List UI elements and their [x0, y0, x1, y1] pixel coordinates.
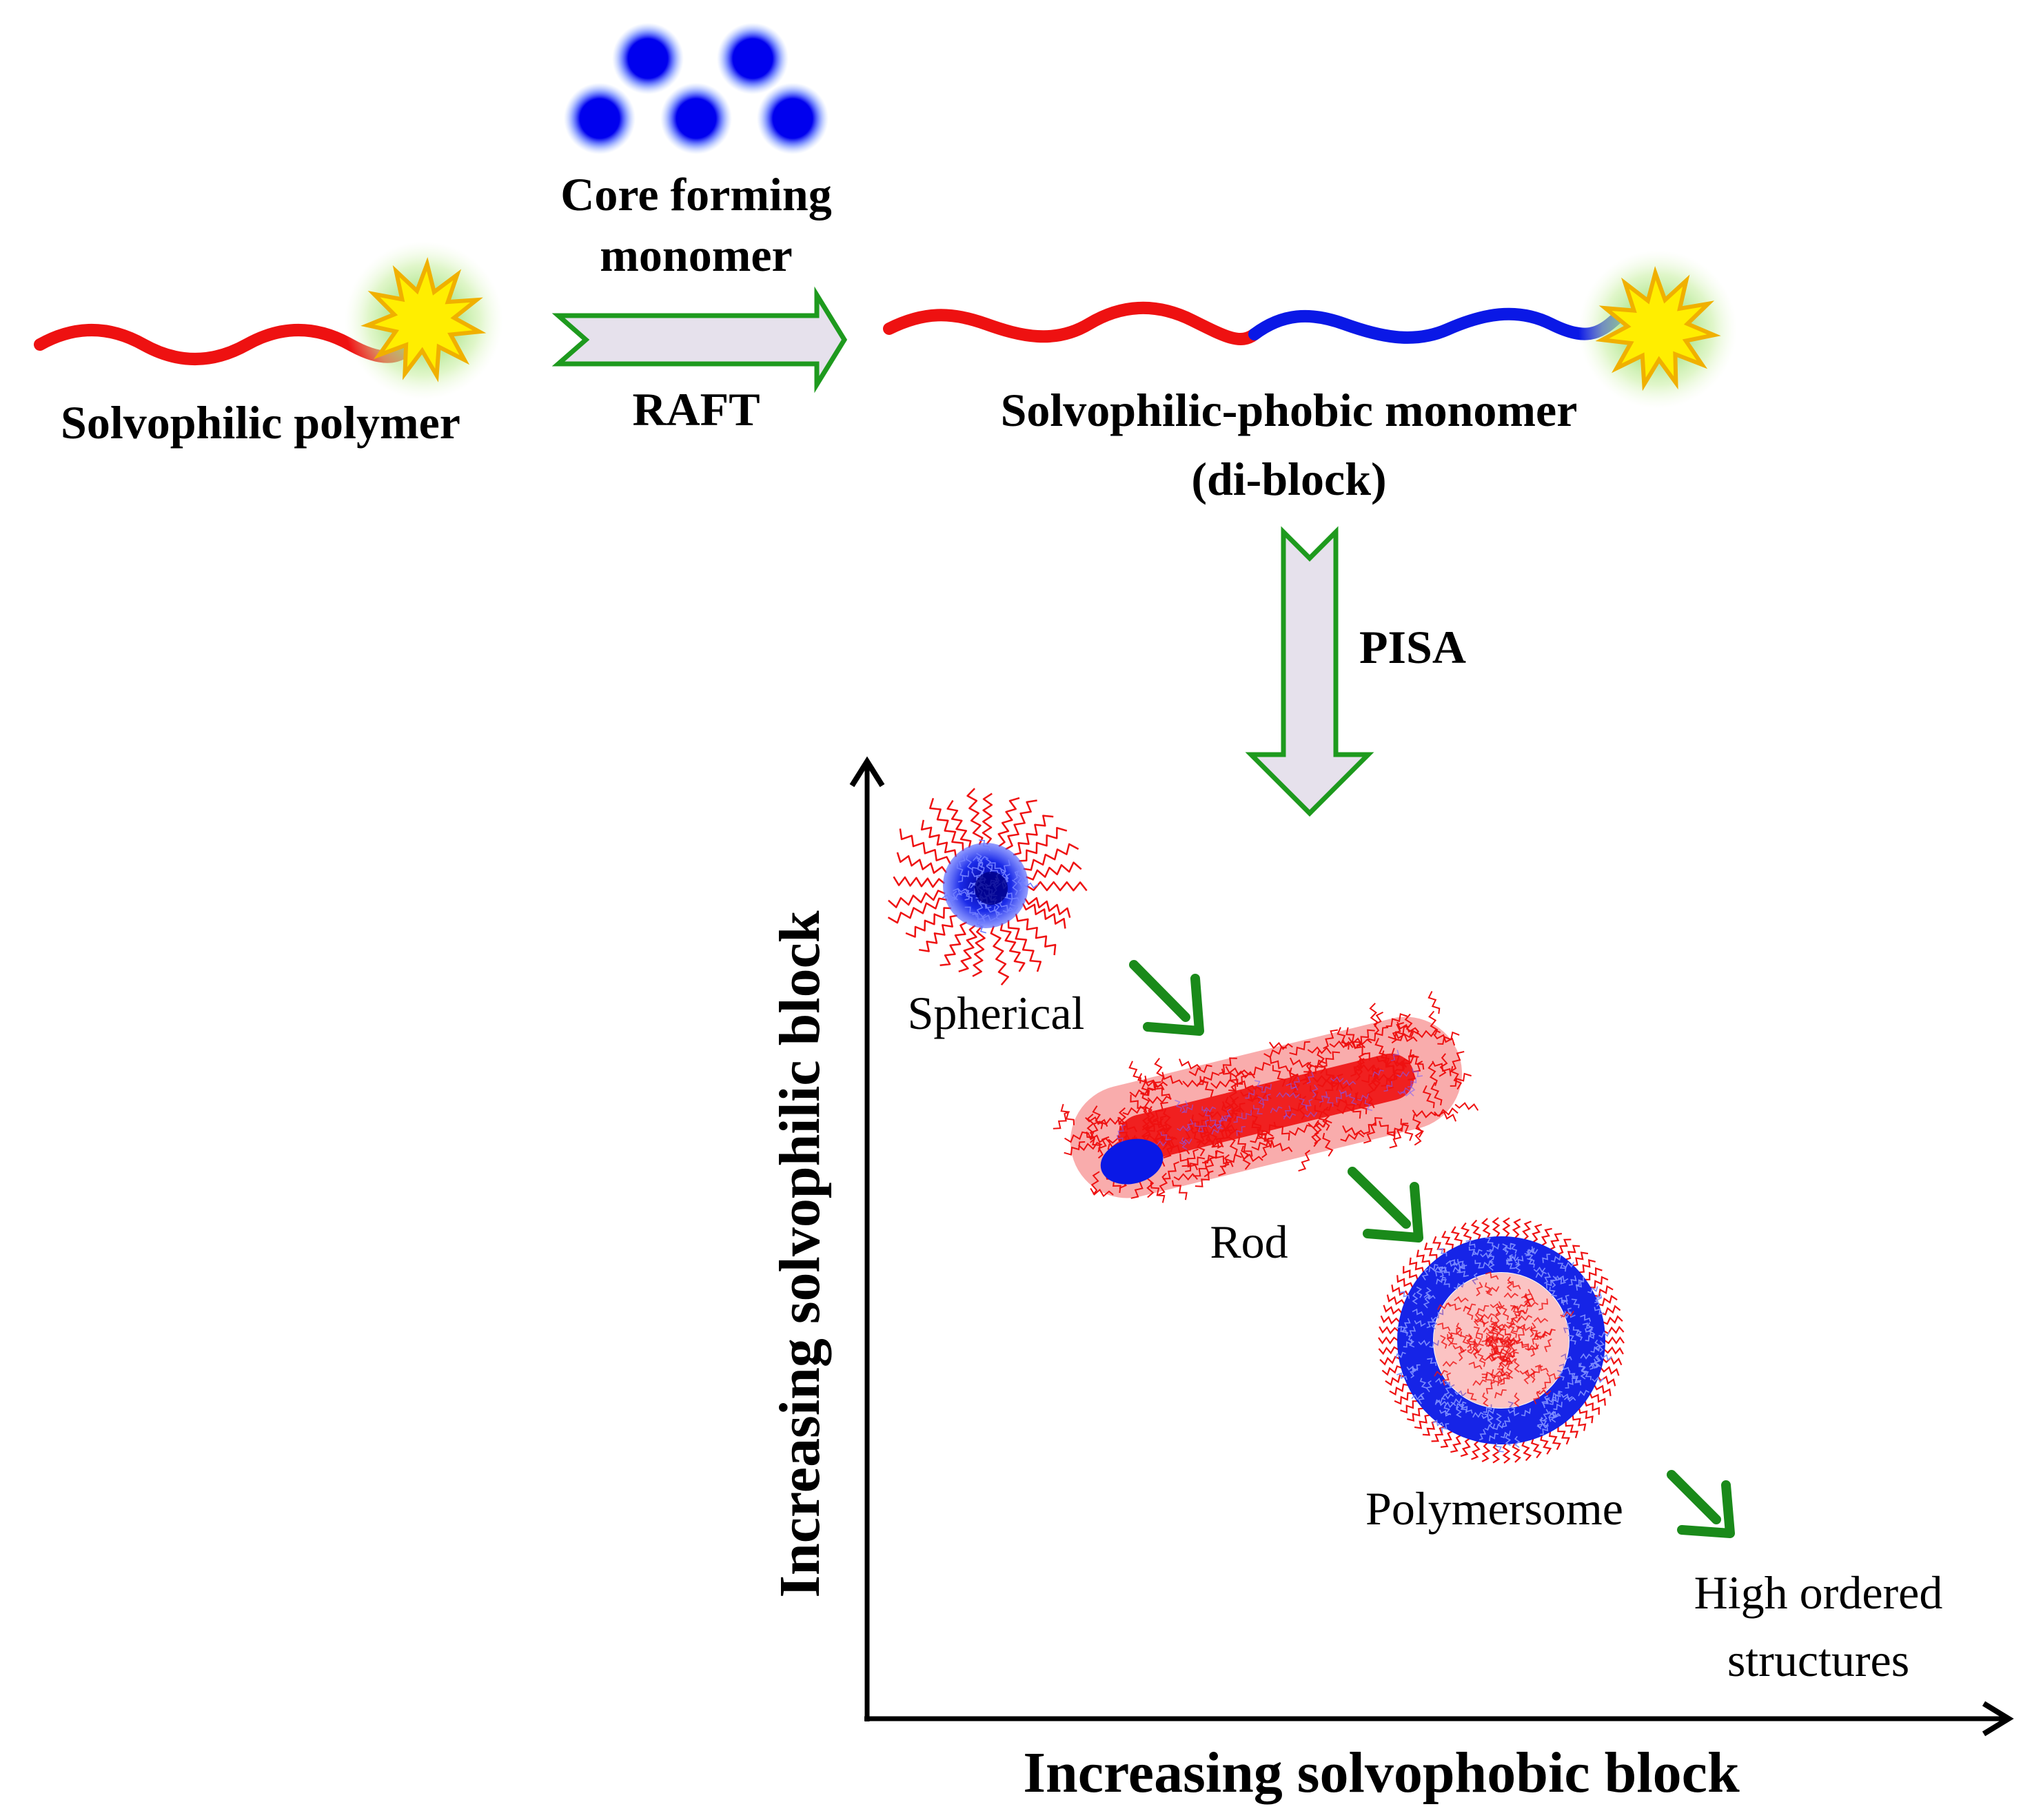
- monomer-icon: [612, 23, 684, 94]
- monomer-icon: [564, 83, 636, 154]
- rod-micelle-icon: [1053, 990, 1479, 1203]
- monomer-icon: [717, 23, 789, 94]
- raft-label: RAFT: [632, 383, 760, 436]
- monomer-icon: [757, 83, 829, 154]
- x-axis-label: Increasing solvophobic block: [1023, 1741, 1740, 1805]
- polymersome-icon: [1378, 1217, 1625, 1464]
- y-axis-arrowhead: [849, 756, 885, 788]
- core-forming-monomers: [564, 23, 829, 154]
- high-ordered-label-line1: High ordered: [1694, 1566, 1943, 1619]
- diblock-copolymer-chain: [883, 250, 1737, 409]
- solvophilic-polymer-label: Solvophilic polymer: [61, 396, 460, 449]
- solvophilic-polymer-chain: [34, 241, 503, 400]
- raft-agent-icon: [345, 241, 503, 400]
- spherical-micelle-icon: [887, 788, 1088, 986]
- pisa-label: PISA: [1359, 621, 1466, 673]
- diblock-label-line2: (di-block): [1191, 453, 1386, 505]
- monomer-icon: [660, 83, 732, 154]
- x-axis-arrowhead: [1982, 1701, 2014, 1737]
- polymersome-label: Polymersome: [1365, 1482, 1623, 1535]
- rod-label: Rod: [1210, 1216, 1288, 1268]
- transition-arrow-spherical-to-rod: [1129, 960, 1204, 1036]
- raft-agent-icon: [1578, 250, 1737, 409]
- diblock-label-line1: Solvophilic-phobic monomer: [1001, 384, 1578, 436]
- raft-process-arrow: [551, 286, 848, 393]
- spherical-label: Spherical: [908, 987, 1085, 1039]
- high-ordered-label-line2: structures: [1727, 1634, 1909, 1686]
- transition-arrow-polymersome-to-high-ordered: [1667, 1470, 1735, 1538]
- core-forming-label-line1: Core forming: [560, 168, 831, 221]
- transition-arrow-rod-to-polymersome: [1348, 1167, 1423, 1243]
- axes: [849, 756, 2014, 1737]
- pisa-process-arrow: [1245, 526, 1374, 817]
- transition-arrows: [1129, 960, 1735, 1538]
- y-axis-label: Increasing solvophilic block: [768, 910, 832, 1598]
- core-forming-label-line2: monomer: [600, 229, 792, 281]
